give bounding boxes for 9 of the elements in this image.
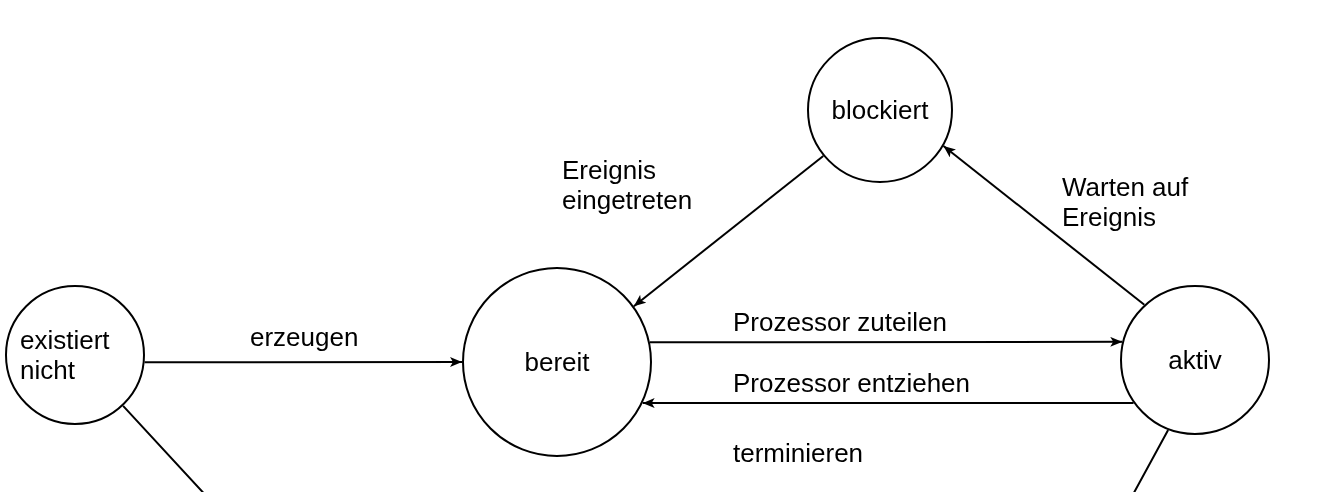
arrow (632, 154, 825, 308)
state-label: aktiv (1168, 345, 1222, 375)
state-label: blockiert (831, 95, 929, 125)
arrow (648, 336, 1124, 347)
arrow (641, 398, 1135, 409)
state-label: existiert nicht (20, 325, 111, 385)
state-label: bereit (524, 347, 590, 377)
arrow (942, 145, 1146, 306)
arrow (143, 357, 463, 367)
